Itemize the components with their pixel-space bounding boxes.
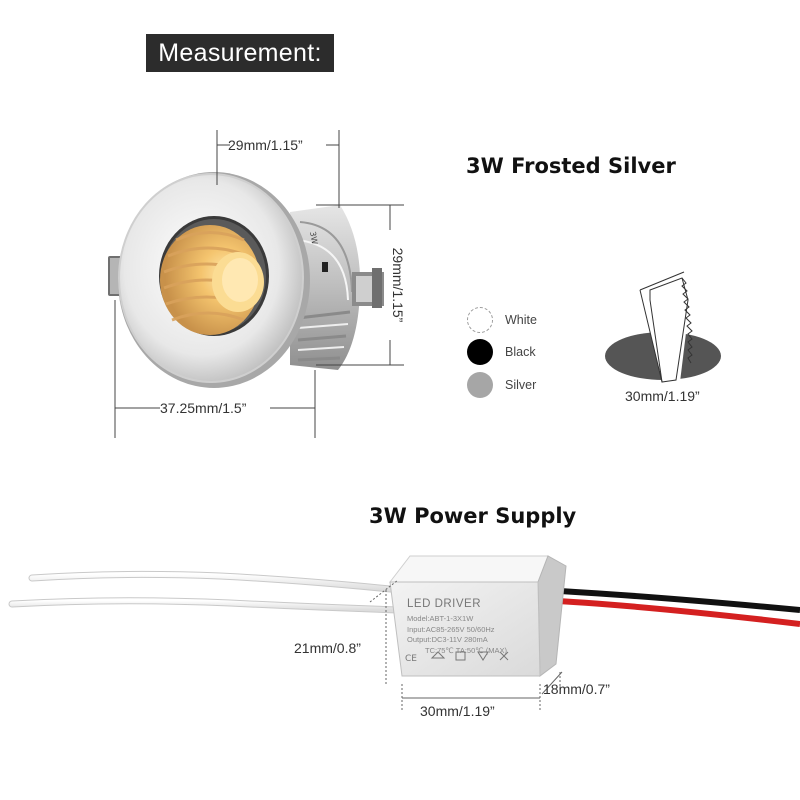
silver-swatch <box>467 372 493 398</box>
output-wires <box>539 587 800 627</box>
downlight-dimension-lines <box>114 130 404 438</box>
cob-led-chip <box>160 225 264 335</box>
dimension-bottom-width: 37.25mm/1.5” <box>160 400 247 416</box>
driver-box-title: LED DRIVER <box>407 598 482 610</box>
black-swatch <box>467 339 493 365</box>
driver-dimension-height: 21mm/0.8” <box>294 640 361 656</box>
driver-spec-lines: Model:ABT-1-3X1W Input:AC85-265V 50/60Hz… <box>407 614 507 656</box>
power-supply-title: 3W Power Supply <box>369 504 577 528</box>
color-label-black: Black <box>505 345 536 359</box>
svg-text:3W: 3W <box>308 231 319 245</box>
dimension-height: 29mm/1.15” <box>390 247 406 323</box>
certification-icons: CE <box>405 651 509 664</box>
svg-text:CE: CE <box>405 654 417 664</box>
spring-clip-right <box>352 268 384 308</box>
driver-spec-output: Output:DC3-11V 280mA <box>407 635 488 644</box>
driver-dimension-width: 30mm/1.19” <box>420 703 495 719</box>
color-label-silver: Silver <box>505 378 537 392</box>
product-title: 3W Frosted Silver <box>466 154 676 178</box>
downlight-fixture: 3W <box>108 172 384 388</box>
color-option-silver: Silver <box>467 370 536 400</box>
color-label-white: White <box>505 313 537 327</box>
cutout-dimension: 30mm/1.19” <box>625 388 700 404</box>
input-wires <box>8 570 404 614</box>
driver-spec-model: Model:ABT-1-3X1W <box>407 614 474 623</box>
saw-blade-icon <box>639 271 693 383</box>
color-option-white: White <box>467 305 537 335</box>
heatsink: 3W <box>290 205 361 370</box>
dimension-top-width: 29mm/1.15” <box>228 137 303 153</box>
color-option-black: Black <box>467 337 536 367</box>
power-supply-dimension-lines <box>369 579 561 710</box>
cutout-diagram <box>605 271 721 383</box>
led-driver-box: CE <box>388 555 567 677</box>
driver-spec-temp: TC:75℃ TA:50℃ (MAX) <box>425 645 508 655</box>
white-swatch <box>467 307 493 333</box>
measurement-header: Measurement: <box>146 34 334 72</box>
driver-spec-input: Input:AC85-265V 50/60Hz <box>407 624 495 634</box>
driver-dimension-depth: 18mm/0.7” <box>543 681 610 697</box>
